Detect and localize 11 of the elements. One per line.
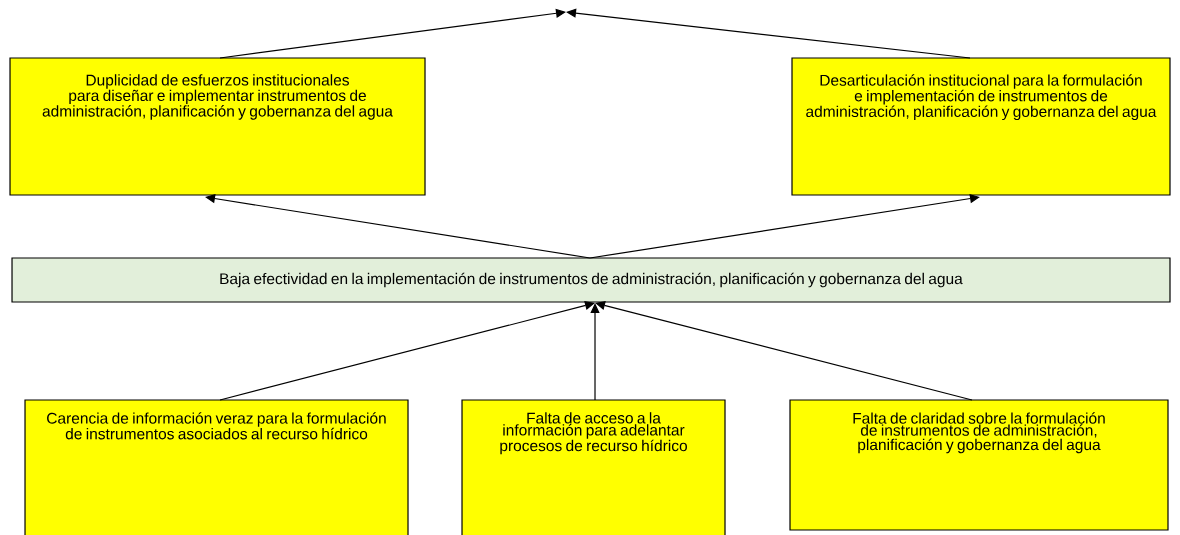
cause-box: Falta de acceso a la información para adelantar procesos de recurso hídrico <box>461 399 726 535</box>
arrow <box>566 8 971 59</box>
cause-box: Carencia de información veraz para la formulación de instrumentos asociados al recurso hídrico <box>24 399 409 535</box>
arrow <box>590 303 600 401</box>
problem-box: Baja efectividad en la implementación de instrumentos de administración, planificación y gobernanza del agua <box>11 257 1171 303</box>
arrow <box>219 301 595 401</box>
cause-box: Desarticulación institucional para la formulación e implementación de instrumentos de administración, planificación y gobernanza del agua <box>791 57 1171 196</box>
arrow <box>219 8 566 59</box>
arrow <box>589 193 980 259</box>
cause-box: Falta de claridad sobre la formulación de instrumentos de administración, planificación y gobernanza del agua <box>789 399 1169 531</box>
cause-box: Duplicidad de esfuerzos institucionales para diseñar e implementar instrumentos de administración, planificación y gobernanza del agua <box>9 57 426 196</box>
